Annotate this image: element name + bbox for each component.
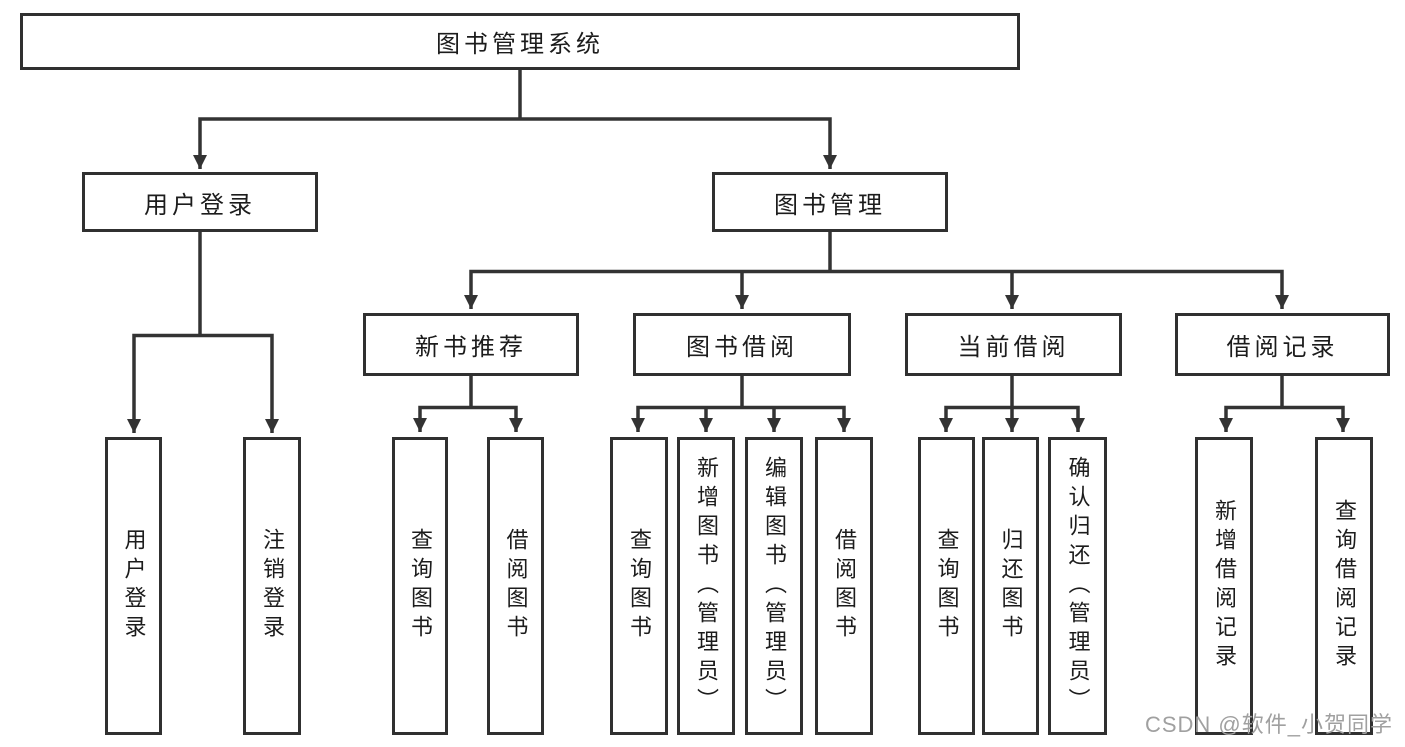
edge-bookmgmt-fork: [464, 269, 1289, 309]
node-user-login: 用户登录: [82, 172, 318, 232]
edge-root-fork: [193, 117, 837, 169]
node-book-borrow: 图书借阅: [633, 313, 851, 376]
watermark-text: CSDN @软件_小贺同学: [1144, 712, 1393, 737]
node-root-system: 图书管理系统: [20, 13, 1020, 70]
leaf-logout: 注销登录: [243, 437, 301, 735]
leaf-borrow-query-book: 查询图书: [610, 437, 668, 735]
leaf-user-login: 用户登录: [105, 437, 162, 735]
edge-newbook-fork: [413, 405, 523, 432]
edge-borrow-fork: [631, 405, 851, 432]
edge-record-fork: [1219, 405, 1350, 432]
leaf-borrow-edit-book-admin: 编辑图书（管理员）: [745, 437, 803, 735]
node-new-book-recommend: 新书推荐: [363, 313, 579, 376]
leaf-record-query-record: 查询借阅记录: [1315, 437, 1373, 735]
node-book-management: 图书管理: [712, 172, 948, 232]
node-borrow-record: 借阅记录: [1175, 313, 1390, 376]
leaf-borrow-add-book-admin: 新增图书（管理员）: [677, 437, 735, 735]
edge-userlogin-fork: [127, 333, 279, 433]
leaf-current-confirm-return-admin: 确认归还（管理员）: [1048, 437, 1107, 735]
node-current-borrow: 当前借阅: [905, 313, 1122, 376]
leaf-record-add-record: 新增借阅记录: [1195, 437, 1253, 735]
leaf-recommend-borrow-book: 借阅图书: [487, 437, 544, 735]
leaf-current-query-book: 查询图书: [918, 437, 975, 735]
leaf-recommend-query-book: 查询图书: [392, 437, 448, 735]
leaf-current-return-book: 归还图书: [982, 437, 1039, 735]
leaf-borrow-borrow-book: 借阅图书: [815, 437, 873, 735]
